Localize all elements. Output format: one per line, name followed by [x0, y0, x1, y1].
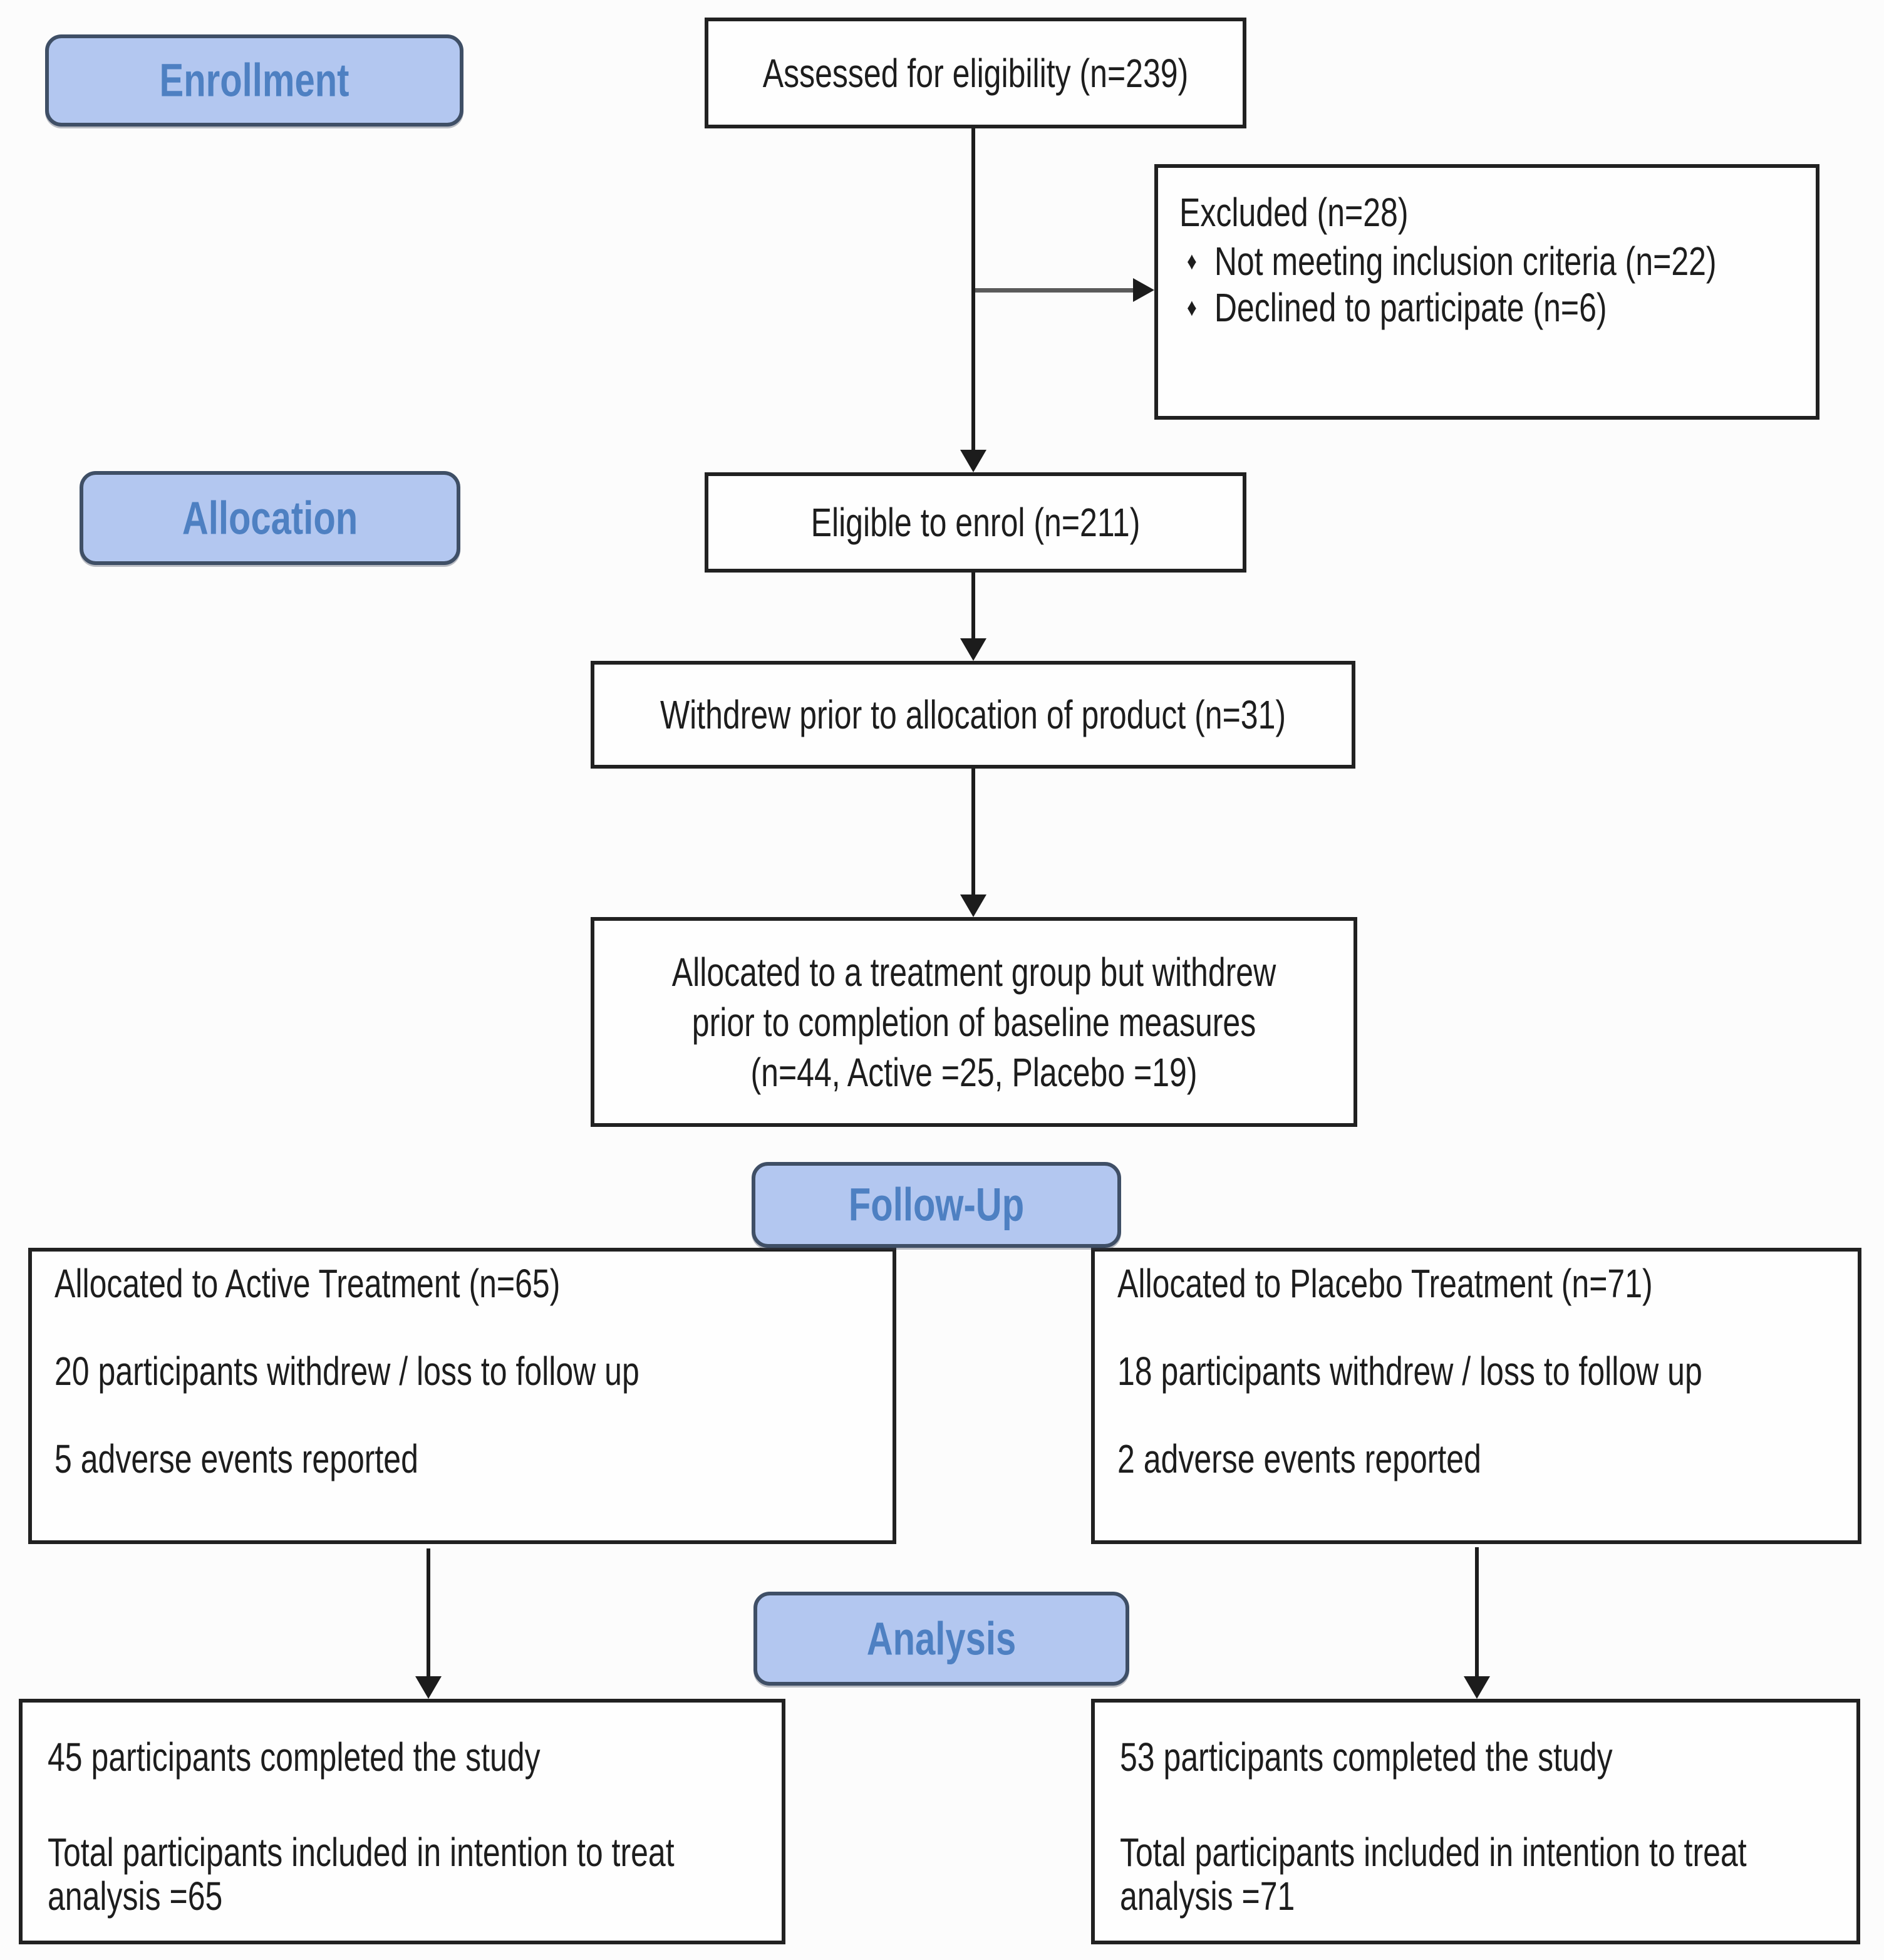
box-allocated-but-withdrew-line: prior to completion of baseline measures [691, 999, 1256, 1045]
placebo-followup-line: Allocated to Placebo Treatment (n=71) [1117, 1261, 1653, 1306]
connector-branch-to-excluded-line [975, 288, 1133, 293]
connector-eligible-to-withdrew-line [971, 573, 975, 638]
placebo-followup-line: 18 participants withdrew / loss to follo… [1117, 1349, 1702, 1394]
box-excluded-item: Not meeting inclusion criteria (n=22) [1214, 239, 1717, 284]
stage-badge-allocation: Allocation [80, 471, 460, 565]
connector-active-to-analysis-arrowhead [415, 1676, 442, 1699]
box-active-treatment-followup: Allocated to Active Treatment (n=65) 20 … [28, 1248, 896, 1544]
active-followup-line: 20 participants withdrew / loss to follo… [54, 1349, 639, 1394]
stage-badge-follow-up: Follow-Up [752, 1162, 1121, 1248]
box-allocated-but-withdrew-line: Allocated to a treatment group but withd… [671, 949, 1276, 995]
box-excluded-title: Excluded (n=28) [1179, 190, 1409, 235]
diamond-bullet-icon: ♦ [1187, 293, 1197, 321]
box-assessed-for-eligibility: Assessed for eligibility (n=239) [705, 18, 1246, 128]
box-allocated-but-withdrew: Allocated to a treatment group but withd… [591, 917, 1357, 1127]
stage-badge-enrollment: Enrollment [45, 34, 463, 127]
box-excluded: Excluded (n=28) ♦ Not meeting inclusion c… [1154, 164, 1819, 420]
box-active-analysis: 45 participants completed the study Tota… [19, 1699, 785, 1944]
placebo-analysis-completed: 53 participants completed the study [1120, 1734, 1613, 1780]
box-excluded-item: Declined to participate (n=6) [1214, 285, 1607, 330]
box-allocated-but-withdrew-line: (n=44, Active =25, Placebo =19) [750, 1049, 1198, 1095]
stage-badge-analysis: Analysis [753, 1592, 1129, 1686]
box-placebo-treatment-followup: Allocated to Placebo Treatment (n=71) 18… [1091, 1248, 1861, 1544]
box-eligible-to-enrol: Eligible to enrol (n=211) [705, 472, 1246, 573]
connector-placebo-to-analysis-line [1475, 1547, 1479, 1676]
box-eligible-text: Eligible to enrol (n=211) [810, 500, 1141, 545]
placebo-followup-line: 2 adverse events reported [1117, 1436, 1481, 1481]
stage-badge-enrollment-label: Enrollment [159, 54, 349, 107]
active-followup-line: Allocated to Active Treatment (n=65) [54, 1261, 561, 1306]
stage-badge-analysis-label: Analysis [866, 1612, 1017, 1665]
box-placebo-analysis: 53 participants completed the study Tota… [1091, 1699, 1860, 1944]
connector-assessed-to-eligible-arrowhead [960, 450, 986, 472]
stage-badge-allocation-label: Allocation [182, 492, 358, 544]
connector-eligible-to-withdrew-arrowhead [960, 638, 986, 661]
active-analysis-completed: 45 participants completed the study [48, 1734, 541, 1780]
diamond-bullet-icon: ♦ [1187, 246, 1197, 275]
box-withdrew-text: Withdrew prior to allocation of product … [660, 692, 1286, 737]
connector-placebo-to-analysis-arrowhead [1464, 1676, 1490, 1699]
connector-withdrew-to-allocated-line [971, 769, 975, 894]
active-analysis-itt-line1: Total participants included in intention… [48, 1830, 675, 1875]
placebo-analysis-itt-line2: analysis =71 [1120, 1874, 1295, 1919]
connector-active-to-analysis-line [427, 1548, 430, 1676]
connector-withdrew-to-allocated-arrowhead [960, 894, 986, 917]
box-withdrew-prior-to-allocation: Withdrew prior to allocation of product … [591, 661, 1355, 769]
active-analysis-itt-line2: analysis =65 [48, 1874, 223, 1919]
connector-branch-to-excluded-arrowhead [1133, 278, 1154, 302]
stage-badge-follow-up-label: Follow-Up [848, 1178, 1025, 1231]
connector-assessed-to-eligible-line [971, 128, 975, 450]
active-followup-line: 5 adverse events reported [54, 1436, 418, 1481]
box-assessed-text: Assessed for eligibility (n=239) [762, 50, 1189, 96]
placebo-analysis-itt-line1: Total participants included in intention… [1120, 1830, 1747, 1875]
